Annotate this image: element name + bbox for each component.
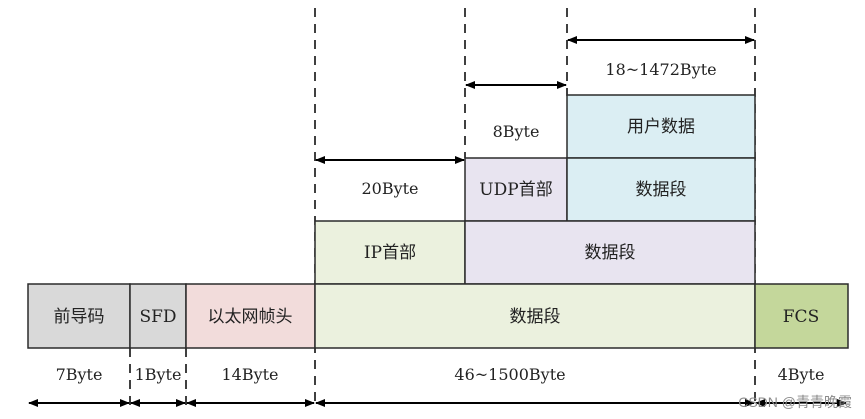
user-data-block	[566, 94, 756, 159]
udp-data-label: 数据段	[636, 180, 687, 200]
fcs-block	[754, 283, 849, 349]
udp-header-size: 8Byte	[493, 122, 540, 141]
ip-header-label: IP首部	[364, 243, 416, 263]
user-data-size: 18~1472Byte	[605, 60, 716, 79]
fcs-label: FCS	[783, 307, 819, 327]
frame-data-label: 数据段	[510, 307, 561, 327]
fcs-size: 4Byte	[778, 365, 825, 384]
preamble-block	[27, 283, 131, 349]
frame-data-size: 46~1500Byte	[454, 365, 565, 384]
eth-header-size: 14Byte	[221, 365, 278, 384]
eth-header-label: 以太网帧头	[208, 307, 293, 327]
ip-header-block	[314, 220, 466, 285]
udp-header-label: UDP首部	[479, 180, 552, 200]
watermark: CSDN @青青晚霞	[738, 394, 852, 410]
ip-header-size: 20Byte	[361, 179, 418, 198]
sfd-block	[129, 283, 187, 349]
preamble-label: 前导码	[54, 307, 105, 327]
sfd-size: 1Byte	[135, 365, 182, 384]
ip-data-block	[464, 220, 756, 285]
frame-data-block	[314, 283, 756, 349]
ip-data-label: 数据段	[585, 243, 636, 263]
eth-header-block	[185, 283, 316, 349]
udp-data-block	[566, 157, 756, 222]
preamble-size: 7Byte	[56, 365, 103, 384]
sfd-label: SFD	[139, 307, 176, 327]
user-data-label: 用户数据	[627, 117, 695, 137]
